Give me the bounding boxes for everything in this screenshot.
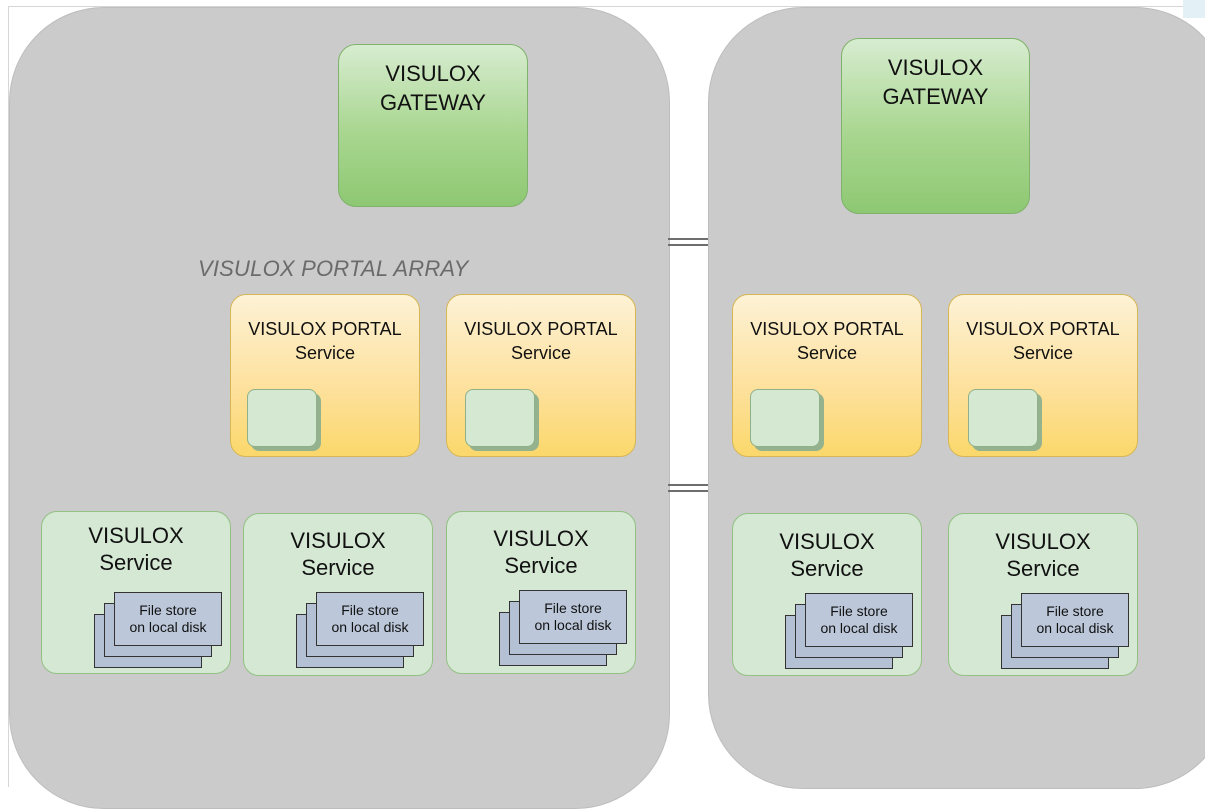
portal-1-slot (247, 389, 317, 447)
file-store-line1: File store (1046, 603, 1104, 619)
service-3-line1: VISULOX (493, 526, 589, 551)
portal-3-line2: Service (796, 343, 858, 363)
gateway-left: VISULOX GATEWAY (338, 44, 528, 207)
portal-4-slot (968, 389, 1038, 447)
file-store-stack-1: File store on local disk (94, 592, 222, 668)
gateway-right-line1: VISULOX (887, 55, 984, 80)
portal-3-slot (750, 389, 820, 447)
visulox-service-3: VISULOX Service File store on local disk (446, 511, 636, 674)
service-4-line1: VISULOX (779, 529, 875, 554)
portal-1-line2: Service (294, 343, 356, 363)
visulox-service-2: VISULOX Service File store on local disk (243, 513, 433, 676)
file-store-line2: on local disk (534, 617, 612, 633)
file-store-line1: File store (544, 600, 602, 616)
file-store-line1: File store (341, 602, 399, 618)
file-store-line1: File store (830, 603, 888, 619)
service-1-line1: VISULOX (88, 523, 184, 548)
file-store-line2: on local disk (331, 619, 409, 635)
service-5-line2: Service (1006, 556, 1080, 581)
portal-array-label: VISULOX PORTAL ARRAY (198, 256, 469, 281)
file-store-card: File store on local disk (1021, 593, 1129, 647)
service-5-line1: VISULOX (995, 529, 1091, 554)
portal-service-2: VISULOX PORTAL Service (446, 294, 636, 457)
file-store-line1: File store (139, 602, 197, 618)
gateway-right: VISULOX GATEWAY (841, 38, 1030, 214)
portal-1-line1: VISULOX PORTAL (248, 319, 402, 339)
file-store-stack-2: File store on local disk (296, 592, 424, 668)
corner-accent (1183, 0, 1205, 18)
portal-4-line1: VISULOX PORTAL (966, 319, 1120, 339)
file-store-card: File store on local disk (519, 590, 627, 644)
file-store-line2: on local disk (1036, 620, 1114, 636)
portal-service-1: VISULOX PORTAL Service (230, 294, 420, 457)
visulox-service-1: VISULOX Service File store on local disk (41, 511, 231, 674)
service-2-line1: VISULOX (290, 528, 386, 553)
cluster-link-upper (668, 238, 708, 246)
frame-top-border (8, 6, 1198, 7)
service-4-line2: Service (790, 556, 864, 581)
cluster-link-lower (668, 484, 708, 492)
gateway-left-line2: GATEWAY (380, 90, 486, 115)
frame-left-border (8, 6, 9, 787)
portal-4-line2: Service (1012, 343, 1074, 363)
file-store-line2: on local disk (820, 620, 898, 636)
visulox-service-5: VISULOX Service File store on local disk (948, 513, 1138, 676)
file-store-stack-4: File store on local disk (785, 593, 913, 669)
portal-2-line2: Service (510, 343, 572, 363)
portal-2-slot (465, 389, 535, 447)
service-1-line2: Service (99, 550, 173, 575)
file-store-stack-5: File store on local disk (1001, 593, 1129, 669)
service-2-line2: Service (301, 555, 375, 580)
portal-2-line1: VISULOX PORTAL (464, 319, 618, 339)
service-3-line2: Service (504, 553, 578, 578)
file-store-card: File store on local disk (805, 593, 913, 647)
portal-service-3: VISULOX PORTAL Service (732, 294, 922, 457)
gateway-right-line2: GATEWAY (882, 84, 989, 109)
file-store-stack-3: File store on local disk (499, 590, 627, 666)
portal-service-4: VISULOX PORTAL Service (948, 294, 1138, 457)
file-store-line2: on local disk (129, 619, 207, 635)
portal-3-line1: VISULOX PORTAL (750, 319, 904, 339)
gateway-left-line1: VISULOX (385, 61, 481, 86)
file-store-card: File store on local disk (114, 592, 222, 646)
visulox-service-4: VISULOX Service File store on local disk (732, 513, 922, 676)
file-store-card: File store on local disk (316, 592, 424, 646)
